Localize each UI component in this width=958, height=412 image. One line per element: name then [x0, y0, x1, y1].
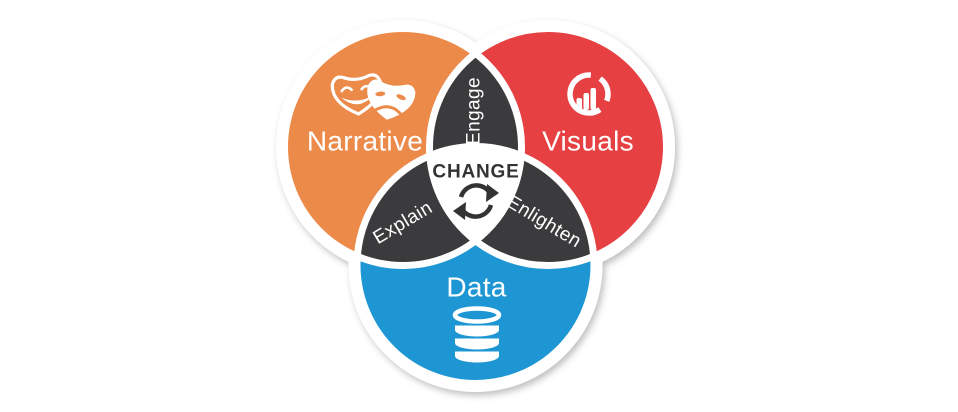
- change-label: CHANGE: [432, 162, 519, 183]
- data-label: Data: [446, 272, 506, 303]
- visuals-label: Visuals: [542, 126, 634, 157]
- engage-label: Engage: [464, 77, 485, 145]
- narrative-label: Narrative: [307, 126, 423, 157]
- donut-bar-chart-icon: [567, 72, 611, 116]
- sync-arrows-icon: [453, 183, 499, 220]
- theater-masks-icon: [330, 73, 416, 120]
- tragedy-mask: [367, 79, 416, 120]
- database-icon: [452, 306, 502, 363]
- circle-borders: [281, 25, 670, 387]
